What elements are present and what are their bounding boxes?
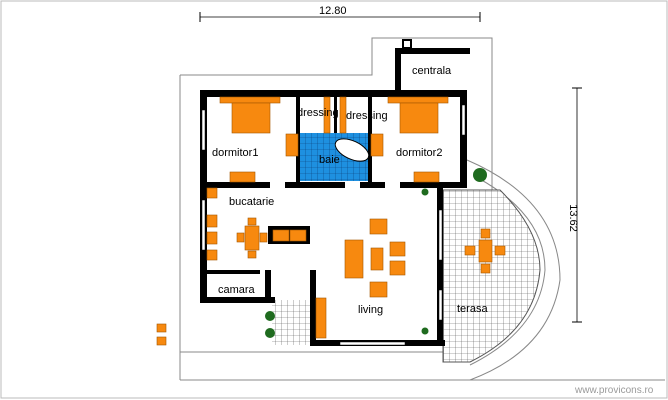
terrace-floor [442,189,541,363]
room-label-dormitor2: dormitor2 [396,147,442,159]
room-label-centrala: centrala [412,65,452,77]
room-label-dormitor1: dormitor1 [212,147,258,159]
entrance-porch [272,300,312,345]
room-label-baie: baie [319,154,340,166]
plants [265,168,487,338]
dimension-depth: 13.62 [567,87,582,323]
room-label-terasa: terasa [457,303,488,315]
room-label-camara: camara [218,284,256,296]
watermark: www.provicons.ro [574,385,654,396]
dimension-depth-label: 13.62 [567,204,579,232]
dimension-width: 12.80 [199,5,481,22]
walls [200,39,470,346]
terrace-arc-outer [466,159,561,381]
dimension-width-label: 12.80 [319,5,347,17]
furniture [156,96,506,346]
room-label-dressing2: dressing [346,110,388,122]
room-label-living: living [358,304,383,316]
room-label-bucatarie: bucatarie [229,196,274,208]
room-label-dressing1: dressing [297,107,339,119]
